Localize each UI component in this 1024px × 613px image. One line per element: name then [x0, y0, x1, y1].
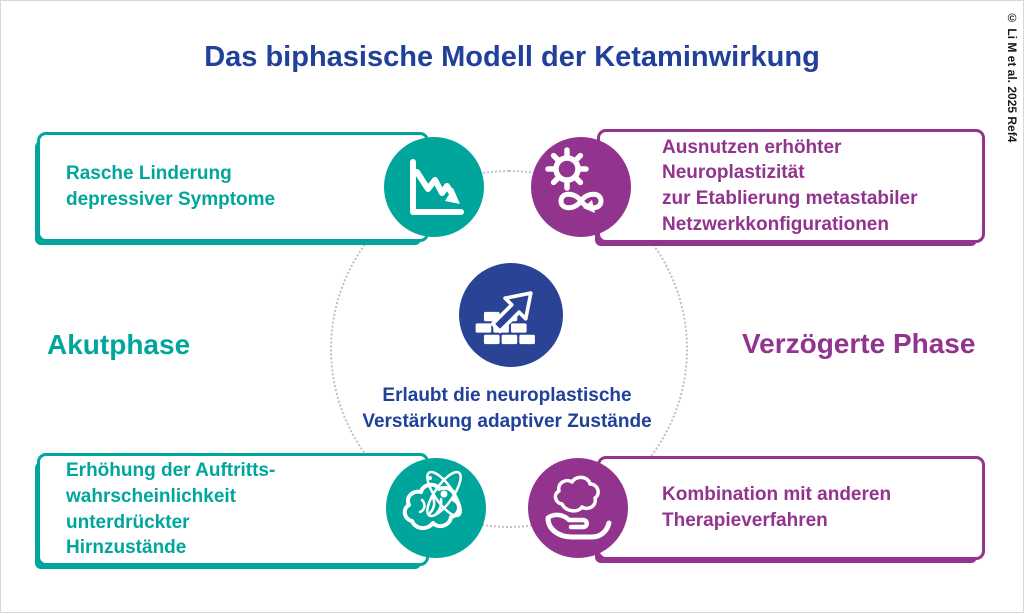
- page-title: Das biphasische Modell der Ketaminwirkun…: [204, 41, 820, 73]
- box-neuroplasticity-exploitation: Ausnutzen erhöhter Neuroplastizität zur …: [597, 129, 985, 243]
- gear-infinity-icon: [531, 137, 631, 237]
- center-caption: Erlaubt die neuroplastische Verstärkung …: [362, 385, 652, 432]
- box-text-bottom-left: Erhöhung der Auftritts- wahrscheinlichke…: [66, 460, 276, 559]
- box-text-top-left: Rasche Linderung depressiver Symptome: [66, 163, 276, 210]
- box-therapy-combination: Kombination mit anderen Therapieverfahre…: [597, 456, 985, 560]
- box-text-bottom-right: Kombination mit anderen Therapieverfahre…: [662, 484, 892, 531]
- wall-breakthrough-arrow-icon: [459, 263, 563, 367]
- declining-chart-icon: [384, 137, 484, 237]
- box-suppressed-brain-states: Erhöhung der Auftritts- wahrscheinlichke…: [37, 453, 429, 566]
- box-text-top-right: Ausnutzen erhöhter Neuroplastizität zur …: [662, 136, 918, 235]
- box-rapid-symptom-relief: Rasche Linderung depressiver Symptome: [37, 132, 429, 242]
- phase-label-acute: Akutphase: [47, 329, 191, 360]
- credit-text: © Li M et al. 2025 Ref4: [1005, 11, 1019, 143]
- hand-holding-brain-icon: [528, 458, 628, 558]
- brain-atom-icon: [386, 458, 486, 558]
- phase-label-delayed: Verzögerte Phase: [742, 328, 976, 359]
- cycle-dashed-circle: [330, 170, 688, 528]
